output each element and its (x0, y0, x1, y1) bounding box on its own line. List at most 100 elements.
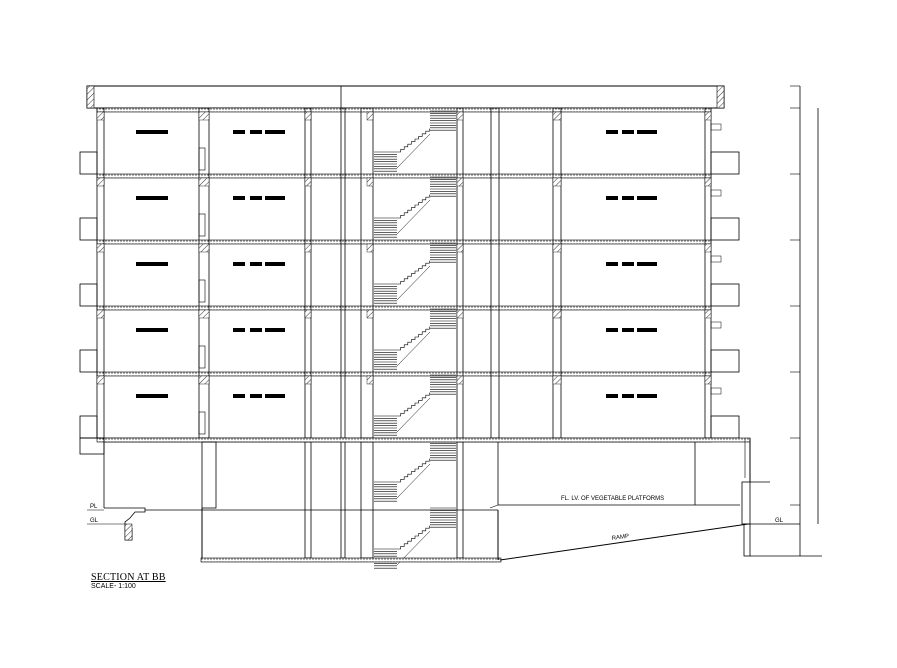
stair-soffit (396, 397, 431, 433)
stair-flight (397, 458, 430, 483)
wall (360, 107, 374, 439)
stair-flight (397, 260, 430, 285)
window-opening (622, 196, 634, 200)
column-hatch (366, 309, 374, 319)
window-opening (606, 262, 618, 266)
window-opening (233, 196, 245, 200)
window-opening (250, 262, 262, 266)
floor-slab (96, 305, 712, 311)
window-opening (622, 328, 634, 332)
window-opening (606, 394, 618, 398)
column-hatch (704, 177, 712, 187)
column-hatch (704, 243, 712, 253)
stair-flight (397, 525, 430, 550)
window-opening (136, 328, 168, 332)
wall (456, 107, 464, 439)
balcony-left (79, 415, 98, 439)
wall (360, 441, 374, 559)
staircase (374, 110, 456, 569)
wall (304, 107, 312, 439)
column-hatch (198, 375, 210, 385)
window-opening (250, 196, 262, 200)
ground-floor (79, 437, 822, 563)
wall (490, 107, 500, 439)
balcony-left (79, 151, 98, 175)
column-hatch (366, 243, 374, 253)
column-hatch (304, 111, 312, 121)
wall (304, 441, 312, 559)
column-hatch (704, 309, 712, 319)
column-hatch (198, 309, 210, 319)
balcony-right (710, 217, 740, 241)
wall (704, 107, 712, 439)
column-hatch (704, 111, 712, 121)
column-hatch (96, 111, 105, 121)
floor-slab (96, 173, 712, 179)
column-hatch (366, 375, 374, 385)
column-hatch (552, 243, 562, 253)
column-hatch (96, 177, 105, 187)
door-frame (198, 213, 206, 237)
column-hatch (456, 111, 464, 121)
column-hatch (456, 177, 464, 187)
wall (198, 107, 210, 439)
column-hatch (456, 243, 464, 253)
stair-soffit (396, 133, 431, 169)
column-hatch (198, 111, 210, 121)
balcony-right (710, 283, 740, 307)
column-hatch (304, 243, 312, 253)
wall (552, 107, 562, 439)
column-hatch (304, 309, 312, 319)
ground-level-label-right: GL (775, 518, 784, 524)
window-opening (637, 394, 657, 398)
sill (710, 123, 722, 131)
stair-soffit (396, 199, 431, 235)
window-opening (606, 130, 618, 134)
column-hatch (198, 243, 210, 253)
column-hatch (304, 375, 312, 385)
floor-slab (96, 239, 712, 245)
window-opening (637, 130, 657, 134)
balcony-right (710, 415, 740, 439)
door-frame (198, 345, 206, 369)
window-opening (606, 328, 618, 332)
stair-soffit (396, 265, 431, 301)
stair-flight (397, 128, 430, 153)
plinth-level-label: PL (90, 504, 98, 510)
ground-level-label: GL (90, 518, 99, 524)
stair-flight (397, 392, 430, 417)
balcony-left (79, 349, 98, 373)
balcony-right (710, 349, 740, 373)
window-opening (265, 394, 285, 398)
balcony-left (79, 217, 98, 241)
windows (136, 130, 657, 398)
column-hatch (704, 375, 712, 385)
window-opening (250, 328, 262, 332)
wall (340, 441, 346, 559)
column-hatch (456, 375, 464, 385)
column-hatch (96, 243, 105, 253)
column-hatch (366, 177, 374, 187)
drawing-scale: SCALE- 1:100 (91, 583, 136, 590)
stair-soffit (396, 463, 431, 499)
window-opening (265, 262, 285, 266)
window-opening (606, 196, 618, 200)
window-opening (136, 196, 168, 200)
stair-soffit (396, 331, 431, 367)
dimension-line (790, 85, 819, 524)
window-opening (136, 130, 168, 134)
floor-slab (96, 371, 712, 377)
wall (340, 107, 346, 439)
column-hatch (198, 177, 210, 187)
balcony-left (79, 283, 98, 307)
column-hatch (552, 111, 562, 121)
sill (710, 321, 722, 329)
floor-slabs (96, 107, 712, 443)
window-opening (265, 196, 285, 200)
window-opening (233, 394, 245, 398)
door-frame (198, 279, 206, 303)
door-frame (198, 147, 206, 171)
window-opening (622, 130, 634, 134)
window-opening (136, 262, 168, 266)
